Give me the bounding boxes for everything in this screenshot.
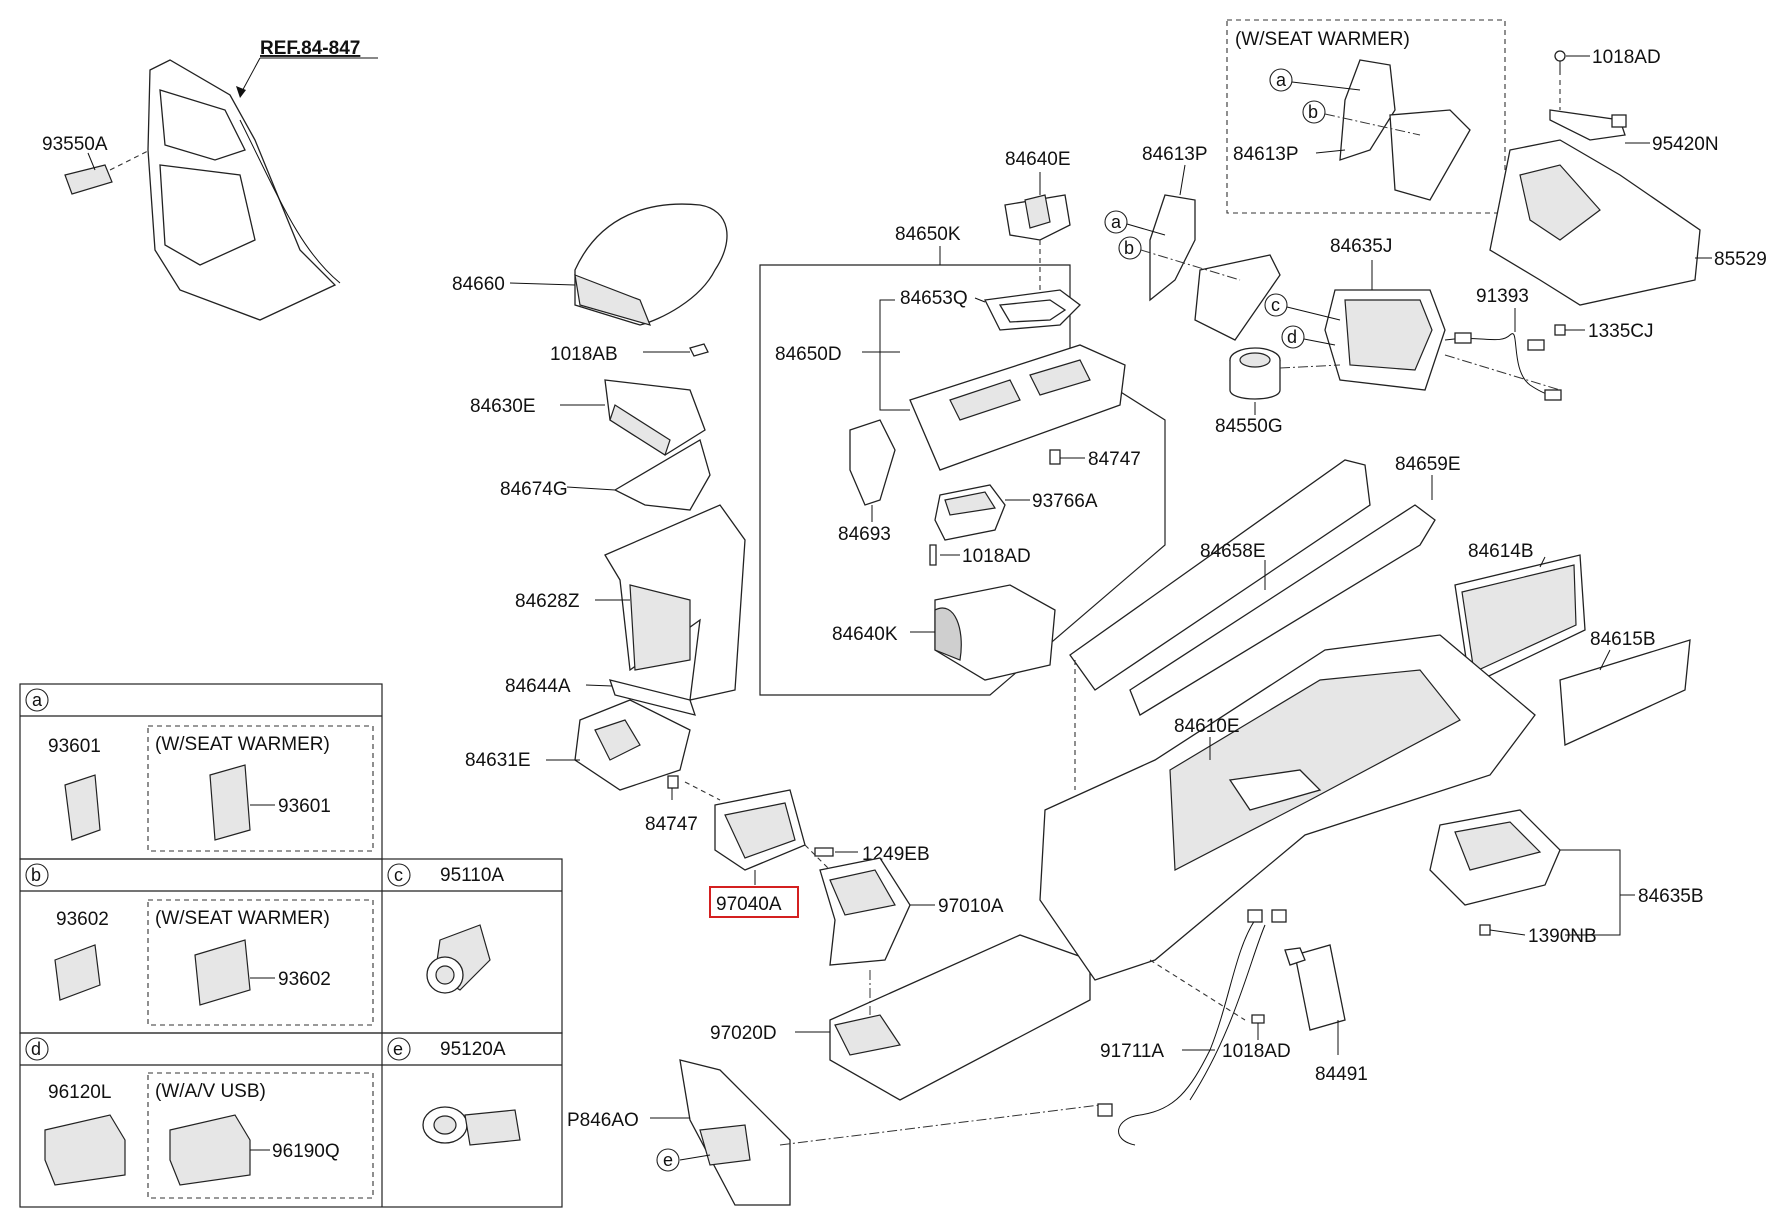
part-label-P846AO[interactable]: P846AO [567,1110,639,1131]
part-label-84650K[interactable]: 84650K [895,224,961,245]
part-label-97010A[interactable]: 97010A [938,896,1004,917]
legend-key-a: a [32,690,43,710]
part-label-84635J[interactable]: 84635J [1330,236,1392,257]
part-label-84640E[interactable]: 84640E [1005,149,1071,170]
legend-row-e: e 95120A [387,1037,521,1146]
part-label-84650D[interactable]: 84650D [775,344,842,365]
legend-row-c: c 95110A [387,863,504,994]
seat-warmer-box [1226,19,1506,214]
part-label-84674G[interactable]: 84674G [500,479,568,500]
callout-a-main: a [1111,212,1122,232]
part-label-84628Z[interactable]: 84628Z [515,591,580,612]
legend-table: a 93601 (W/SEAT WARMER) 93601 b 93602 (W… [19,683,563,1208]
part-label-93766A[interactable]: 93766A [1032,491,1098,512]
legend-d-option-title[interactable]: (W/A/V USB) [155,1081,266,1102]
part-label-84635B[interactable]: 84635B [1638,886,1704,907]
callout-b-top: b [1308,102,1318,122]
part-label-84615B[interactable]: 84615B [1590,629,1656,650]
legend-b-option-part[interactable]: 93602 [278,969,331,990]
seat-warmer-box-title[interactable]: (W/SEAT WARMER) [1235,29,1410,50]
part-label-84630E[interactable]: 84630E [470,396,536,417]
callout-b-main: b [1124,238,1134,258]
part-label-84631E[interactable]: 84631E [465,750,531,771]
legend-a-option-title[interactable]: (W/SEAT WARMER) [155,734,330,755]
part-label-84640K[interactable]: 84640K [832,624,898,645]
left-column-parts: 84660 1018AB 84630E 84674G 84628Z 84644A… [452,203,746,835]
legend-row-b: b 93602 (W/SEAT WARMER) 93602 [25,863,374,1026]
part-label-97020D[interactable]: 97020D [710,1023,777,1044]
part-label-84660[interactable]: 84660 [452,274,505,295]
part-label-84693[interactable]: 84693 [838,524,891,545]
part-label-84613P-main[interactable]: 84613P [1142,144,1208,165]
legend-d-part[interactable]: 96120L [48,1082,111,1103]
top-right-parts: (W/SEAT WARMER) a b 84613P 84613P a b 84… [1104,19,1767,437]
legend-d-option-part[interactable]: 96190Q [272,1141,340,1162]
legend-key-b: b [31,865,41,885]
part-label-1390NB[interactable]: 1390NB [1528,926,1597,947]
part-label-84644A[interactable]: 84644A [505,676,571,697]
part-label-1018AD-top[interactable]: 1018AD [1592,47,1661,68]
callout-c: c [1271,295,1280,315]
part-label-84658E[interactable]: 84658E [1200,541,1266,562]
legend-row-d: d 96120L (W/A/V USB) 96190Q [25,1037,374,1199]
legend-key-d: d [31,1039,41,1059]
mid-lower-parts: 97040A 1249EB 97010A 97020D P846AO e [567,789,1101,1206]
part-label-1335CJ[interactable]: 1335CJ [1588,321,1654,342]
legend-c-part[interactable]: 95110A [440,865,504,886]
part-label-1018AD-center[interactable]: 1018AD [962,546,1031,567]
legend-a-part[interactable]: 93601 [48,736,101,757]
highlight-box-97040A [709,886,799,918]
part-label-93550A[interactable]: 93550A [42,134,108,155]
reference-panel-group: REF.84-847 93550A [42,38,378,321]
ref-label[interactable]: REF.84-847 [260,38,360,59]
part-label-91711A[interactable]: 91711A [1100,1041,1164,1062]
part-label-97040A[interactable]: 97040A [716,894,782,915]
legend-key-e: e [393,1039,403,1059]
callout-e: e [663,1150,673,1170]
callout-d: d [1287,327,1297,347]
part-label-1018AB[interactable]: 1018AB [550,344,618,365]
center-shift-box: 84640E 84650K 84653Q 84650D 84747 84693 … [759,149,1166,696]
legend-row-a: a 93601 (W/SEAT WARMER) 93601 [25,688,374,852]
part-label-84613P-box[interactable]: 84613P [1233,144,1299,165]
right-console-parts: 84659E 84658E 84614B 84615B 84610E 84635… [1039,454,1704,1146]
part-label-84491[interactable]: 84491 [1315,1064,1368,1085]
callout-a-top: a [1276,70,1287,90]
part-label-84747-upper[interactable]: 84747 [1088,449,1141,470]
legend-b-option-title[interactable]: (W/SEAT WARMER) [155,908,330,929]
part-label-84659E[interactable]: 84659E [1395,454,1461,475]
part-label-84614B[interactable]: 84614B [1468,541,1534,562]
part-label-1018AD-bottom[interactable]: 1018AD [1222,1041,1291,1062]
legend-b-part[interactable]: 93602 [56,909,109,930]
legend-e-part[interactable]: 95120A [440,1039,506,1060]
part-label-84610E[interactable]: 84610E [1174,716,1240,737]
part-label-84550G[interactable]: 84550G [1215,416,1283,437]
part-label-95420N[interactable]: 95420N [1652,134,1719,155]
part-label-84653Q[interactable]: 84653Q [900,288,968,309]
part-label-84747-lower[interactable]: 84747 [645,814,698,835]
legend-key-c: c [394,865,403,885]
part-label-91393[interactable]: 91393 [1476,286,1529,307]
part-label-85529[interactable]: 85529 [1714,249,1767,270]
legend-a-option-part[interactable]: 93601 [278,796,331,817]
